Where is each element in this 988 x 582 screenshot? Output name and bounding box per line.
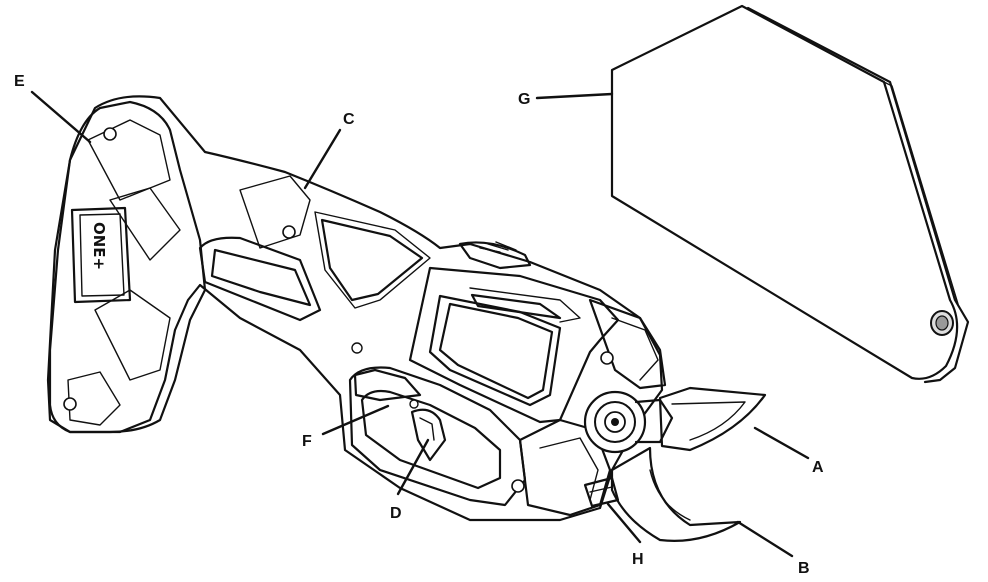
callout-c: C (343, 111, 355, 128)
pruner-body: ONE+ (46, 95, 667, 522)
blade-cover-plate (610, 4, 970, 384)
callout-a: A (812, 459, 824, 476)
callout-d: D (390, 505, 402, 522)
callout-f: F (302, 433, 312, 450)
leader-lines (30, 90, 810, 558)
callout-h: H (632, 551, 644, 568)
cutting-blade (658, 386, 767, 452)
callout-e: E (14, 73, 25, 90)
brand-logo: ONE+ (90, 222, 108, 270)
blade-pivot (583, 390, 674, 454)
callout-b: B (798, 560, 810, 577)
anvil-blade (610, 446, 742, 542)
callout-g: G (518, 91, 530, 108)
